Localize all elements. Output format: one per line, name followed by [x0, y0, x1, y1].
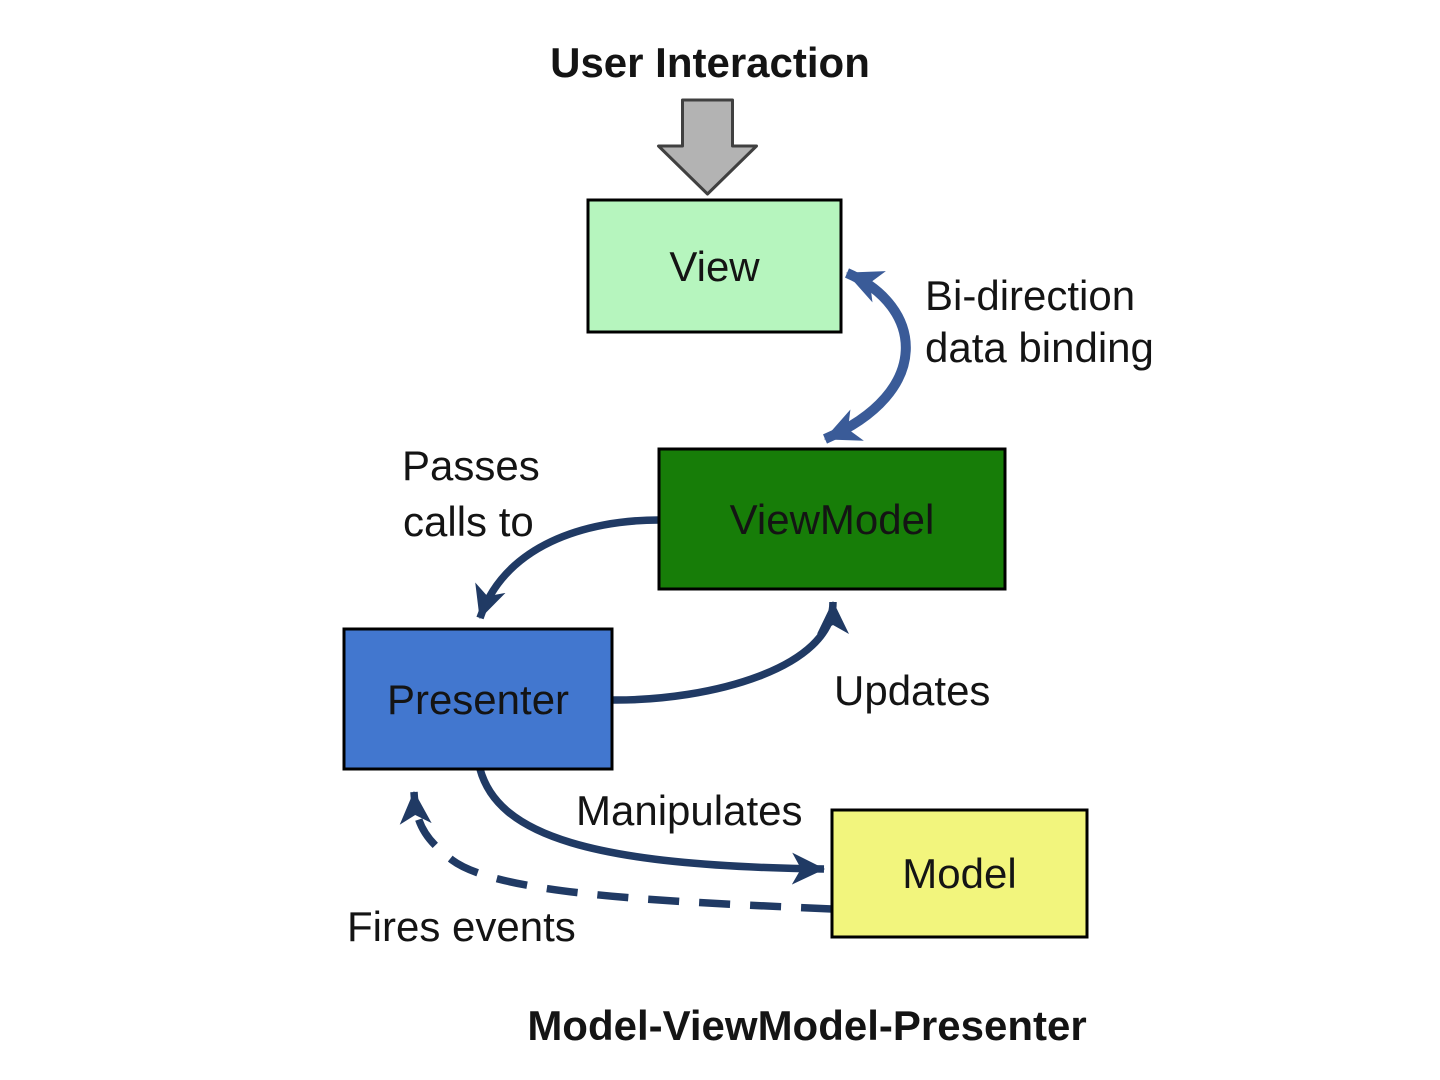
manipulates-label: Manipulates [576, 787, 802, 834]
viewmodel-box [657, 447, 1007, 591]
view-box-label: View [669, 243, 760, 290]
fires-events-label: Fires events [347, 903, 576, 950]
view-box [586, 198, 843, 334]
viewmodel-box-label: ViewModel [730, 496, 935, 543]
model-box-label: Model [902, 850, 1016, 897]
updates-label: Updates [834, 667, 990, 714]
manipulates-arrow [476, 767, 825, 885]
bidirection-label-line2: data binding [925, 324, 1154, 371]
bidirection-arrow [823, 268, 911, 444]
presenter-box-label: Presenter [387, 676, 569, 723]
bidirection-label-line1: Bi-direction [925, 272, 1135, 319]
passes-label-line1: Passes [402, 442, 540, 489]
passes-calls-arrow [475, 516, 660, 620]
down-block-arrow-icon [657, 98, 758, 196]
fires-events-arrow [399, 791, 833, 913]
user-interaction-label: User Interaction [550, 39, 870, 86]
presenter-box [342, 627, 614, 771]
model-box [830, 808, 1089, 939]
updates-arrow [611, 601, 849, 704]
passes-label-line2: calls to [403, 498, 534, 545]
diagram-title: Model-ViewModel-Presenter [527, 1002, 1086, 1049]
